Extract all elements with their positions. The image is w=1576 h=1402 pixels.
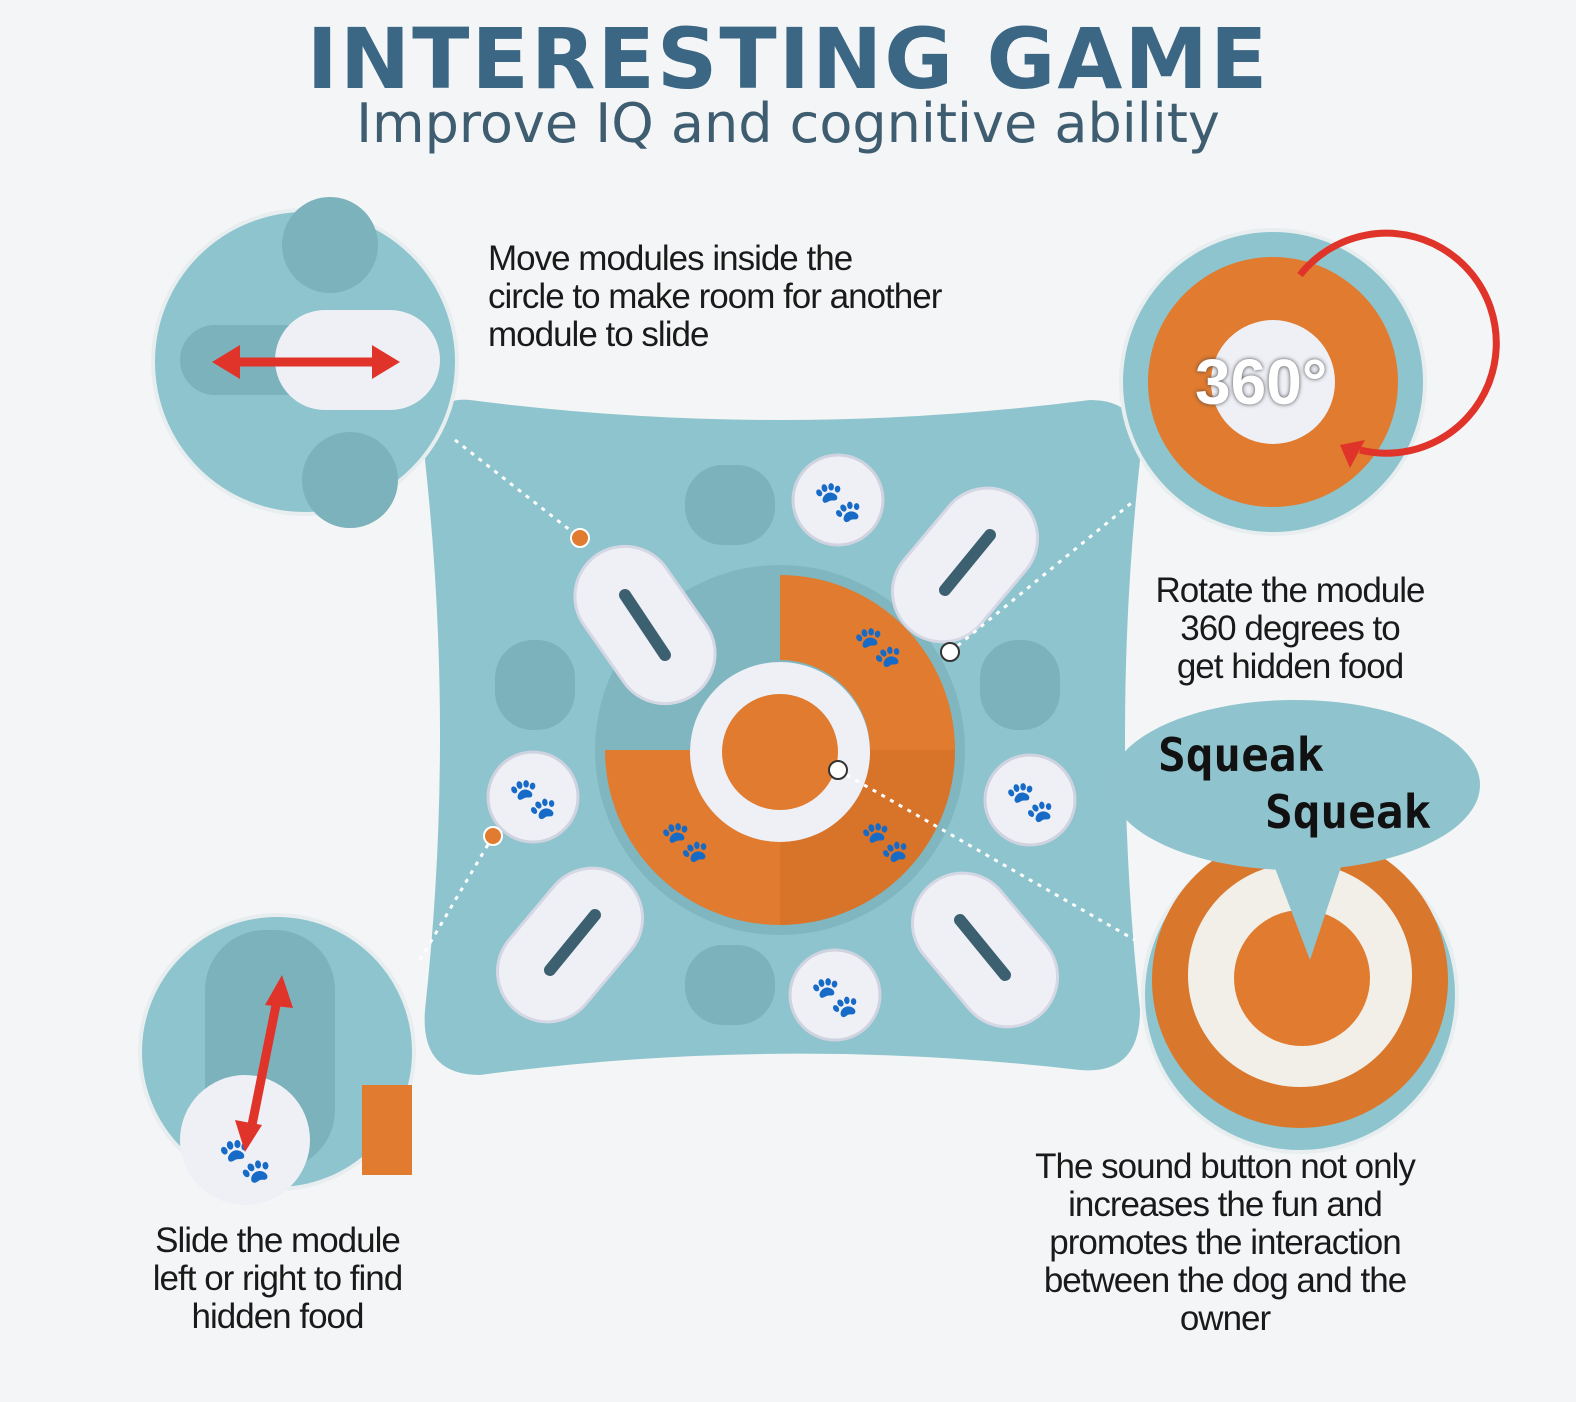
caption-line: Move modules inside the [488,239,853,278]
page-subtitle: Improve IQ and cognitive ability [356,92,1220,155]
zoom-circle-slide: 🐾 [138,913,416,1205]
zoom-circle-move [151,197,459,528]
caption-line: get hidden food [1176,647,1404,686]
zoom-circle-rotate [1119,228,1500,536]
rotating-segment [780,750,955,925]
speech-bubble [1110,700,1480,960]
badge-360: 360° [1195,346,1328,418]
caption-line: 360 degrees to [1180,609,1401,648]
svg-text:🐾: 🐾 [860,820,910,864]
caption-line: left or right to find [152,1259,403,1298]
caption-line: promotes the interaction [1049,1223,1401,1262]
svg-text:🐾: 🐾 [853,625,903,669]
caption-line: module to slide [488,315,709,354]
double-arrow-icon [212,345,400,379]
puzzle-board: 🐾 🐾 🐾 🐾 🐾 🐾 🐾 [418,399,1141,1076]
caption-line: increases the fun and [1068,1185,1383,1224]
caption-line: owner [1179,1299,1271,1338]
zoom-circle-sound [1141,832,1459,1154]
page-title: INTERESTING GAME [306,10,1270,108]
squeak-text-1: Squeak [1158,728,1325,782]
svg-text:🐾: 🐾 [1005,780,1055,824]
caption-sound: The sound button not only increases the … [985,1148,1465,1338]
svg-text:🐾: 🐾 [813,480,863,524]
squeak-button [722,694,838,810]
caption-line: The sound button not only [1035,1147,1416,1186]
svg-text:🐾: 🐾 [508,777,558,821]
caption-line: circle to make room for another [488,277,942,316]
rotate-arrow-icon [1297,229,1500,457]
caption-slide: Slide the module left or right to find h… [110,1222,445,1336]
squeak-text-2: Squeak [1265,785,1432,839]
rotating-segment [780,575,955,750]
caption-line: Rotate the module [1155,571,1425,610]
svg-text:🐾: 🐾 [660,820,710,864]
vertical-arrow-icon [235,975,293,1152]
caption-line: Slide the module [155,1221,401,1260]
caption-line: hidden food [191,1297,365,1336]
rotating-segment [605,750,780,925]
svg-text:🐾: 🐾 [810,975,860,1019]
caption-line: between the dog and the [1043,1261,1407,1300]
caption-rotate: Rotate the module 360 degrees to get hid… [1130,572,1450,686]
caption-move: Move modules inside the circle to make r… [488,239,942,354]
